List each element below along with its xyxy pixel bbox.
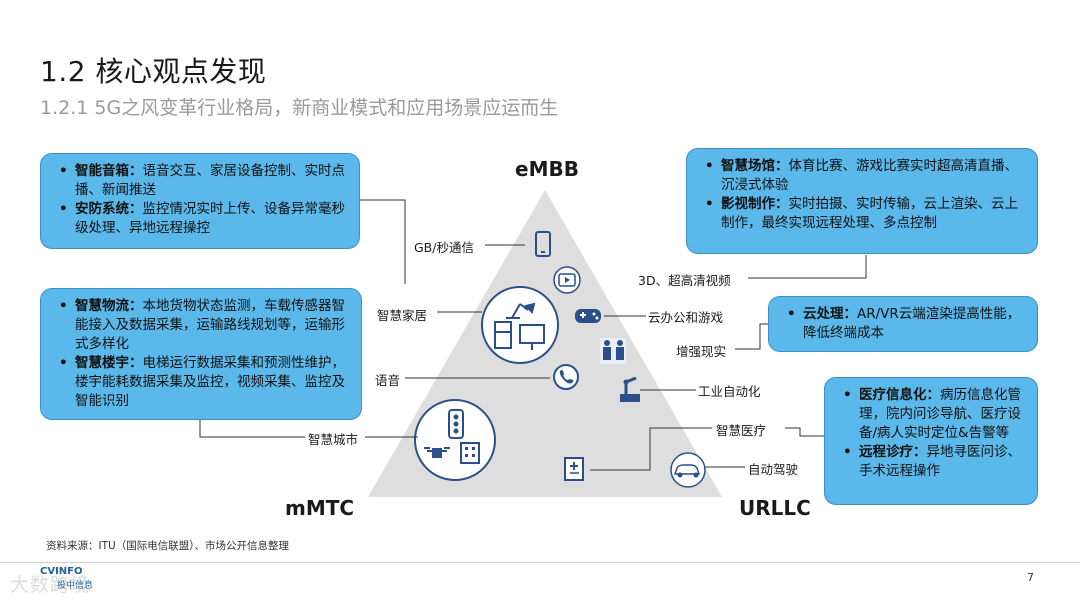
box-item: 智慧物流：本地货物状态监测，车载传感器智能接入及数据采集，运输路线规划等，运输形… <box>55 297 349 354</box>
monitor-icon <box>519 324 545 350</box>
box-smart-speaker-security: 智能音箱：语音交互、家居设备控制、实时点播、新闻推送 安防系统：监控情况实时上传… <box>40 153 360 249</box>
box-item: 智能音箱：语音交互、家居设备控制、实时点播、新闻推送 <box>55 162 347 200</box>
box-medical: 医疗信息化：病历信息化管理，院内问诊导航、医疗设备/病人实时定位&告警等 远程诊… <box>824 377 1038 505</box>
fridge-icon <box>494 321 512 349</box>
gamepad-icon <box>575 309 601 323</box>
label-voice: 语音 <box>375 373 401 388</box>
label-smart-home: 智慧家居 <box>377 308 428 323</box>
label-cloud-game: 云办公和游戏 <box>648 310 724 325</box>
label-smart-city: 智慧城市 <box>308 432 359 447</box>
voice-chat-icon <box>553 364 579 390</box>
drone-icon <box>424 447 450 458</box>
medical-record-icon <box>564 457 584 481</box>
corner-mmtc: mMTC <box>285 496 355 520</box>
cvinfo-logo: CVINFO <box>40 566 83 577</box>
box-item: 智慧场馆：体育比赛、游戏比赛实时超高清直播、沉浸式体验 <box>701 157 1025 195</box>
ar-people-icon <box>600 338 626 364</box>
box-logistics-building: 智慧物流：本地货物状态监测，车载传感器智能接入及数据采集，运输路线规划等，运输形… <box>40 288 362 420</box>
box-item: 智慧楼宇：电梯运行数据采集和预测性维护，楼宇能耗数据采集及监控，视频采集、监控及… <box>55 354 349 411</box>
building-icon <box>460 442 480 464</box>
page-subtitle: 1.2.1 5G之风变革行业格局，新商业模式和应用场景应运而生 <box>40 97 559 119</box>
phone-icon <box>535 231 551 257</box>
box-item: 医疗信息化：病历信息化管理，院内问诊导航、医疗设备/病人实时定位&告警等 <box>839 386 1025 443</box>
box-item: 远程诊疗：异地寻医问诊、手术远程操作 <box>839 443 1025 481</box>
label-ar: 增强现实 <box>676 344 727 359</box>
box-venue-film: 智慧场馆：体育比赛、游戏比赛实时超高清直播、沉浸式体验 影视制作：实时拍摄、实时… <box>686 148 1038 254</box>
box-item: 安防系统：监控情况实时上传、设备异常毫秒级处理、异地远程操控 <box>55 200 347 238</box>
box-item: 云处理：AR/VR云端渲染提高性能，降低终端成本 <box>783 305 1025 343</box>
corner-urllc: URLLC <box>739 496 811 520</box>
label-gb-comm: GB/秒通信 <box>414 240 474 255</box>
label-3d-video: 3D、超高清视频 <box>638 273 731 288</box>
label-industry: 工业自动化 <box>698 384 761 399</box>
connector-lines <box>199 199 867 471</box>
watermark: 大数跨境 <box>10 574 91 596</box>
label-smart-medical: 智慧医疗 <box>716 423 767 438</box>
page-title: 1.2 核心观点发现 <box>40 55 267 88</box>
label-autodrive: 自动驾驶 <box>748 462 799 477</box>
cvinfo-logo-sub: 投中信息 <box>57 581 94 591</box>
industrial-robot-icon <box>620 376 640 402</box>
source-note: 资料来源：ITU（国际电信联盟）、市场公开信息整理 <box>46 540 289 552</box>
corner-embb: eMBB <box>515 157 579 181</box>
smart-city-circle <box>414 399 496 481</box>
box-item: 影视制作：实时拍摄、实时传输，云上渲染、云上制作，最终实现远程处理、多点控制 <box>701 195 1025 233</box>
box-cloud-processing: 云处理：AR/VR云端渲染提高性能，降低终端成本 <box>768 296 1038 352</box>
car-icon <box>670 452 706 488</box>
video-icon <box>553 266 581 294</box>
footer-divider <box>0 562 1080 563</box>
traffic-light-icon <box>448 409 464 439</box>
page-number: 7 <box>1027 571 1034 584</box>
desk-lamp-icon <box>506 302 536 319</box>
